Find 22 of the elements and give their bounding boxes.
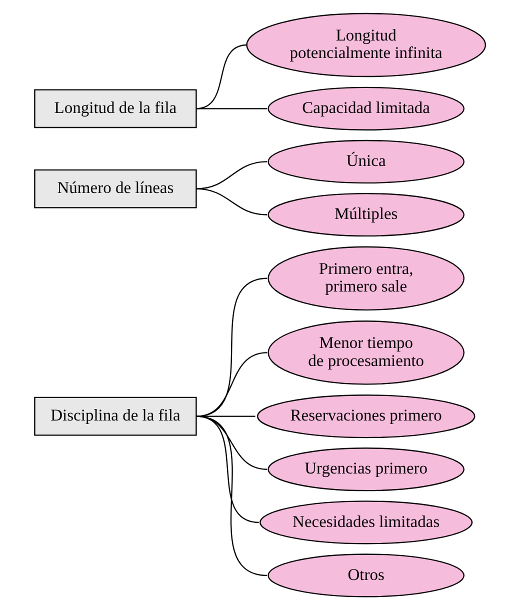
node-box: Número de líneas xyxy=(34,169,197,208)
node-ellipse: Múltiples xyxy=(268,192,465,237)
node-ellipse: Reservaciones primero xyxy=(256,394,476,438)
node-ellipse: Urgencias primero xyxy=(268,448,465,492)
connector xyxy=(196,188,268,216)
connector xyxy=(196,416,259,523)
connector xyxy=(196,416,268,470)
connector xyxy=(196,278,268,417)
connector xyxy=(196,416,268,576)
connector xyxy=(196,416,256,417)
node-ellipse: Menor tiempo de procesamiento xyxy=(268,320,465,385)
node-ellipse: Longitud potencialmente infinita xyxy=(246,12,486,78)
connector xyxy=(196,161,268,190)
connector xyxy=(196,108,268,110)
node-ellipse: Otros xyxy=(268,554,465,598)
node-box: Longitud de la fila xyxy=(34,89,197,128)
node-ellipse: Única xyxy=(268,140,465,184)
node-ellipse: Primero entra, primero sale xyxy=(268,246,465,310)
node-ellipse: Necesidades limitadas xyxy=(260,500,473,544)
node-box: Disciplina de la fila xyxy=(34,396,197,436)
node-ellipse: Capacidad limitada xyxy=(268,86,465,130)
connector xyxy=(196,352,268,417)
